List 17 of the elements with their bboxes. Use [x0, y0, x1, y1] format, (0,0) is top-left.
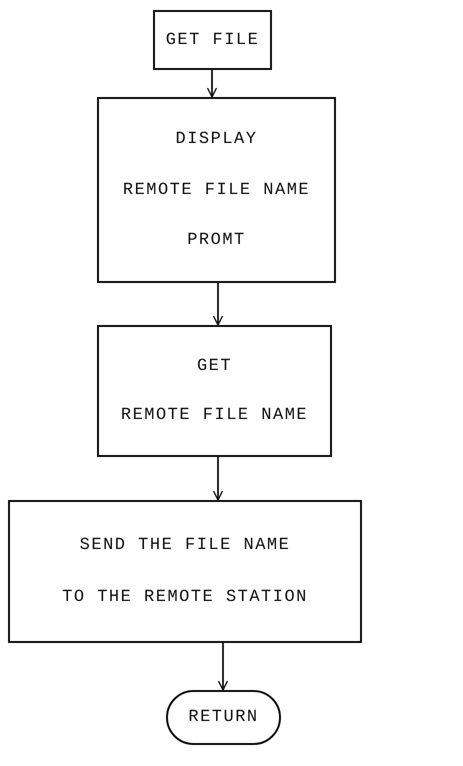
node-text: PROMT — [187, 230, 246, 250]
node-text: TO THE REMOTE STATION — [62, 588, 308, 608]
process-box — [8, 500, 362, 643]
process-box — [97, 97, 336, 283]
arrow — [212, 457, 224, 501]
arrow — [212, 283, 224, 326]
node-text: DISPLAY — [176, 130, 258, 150]
node-text: SEND THE FILE NAME — [80, 536, 290, 555]
node-text: REMOTE FILE NAME — [122, 180, 310, 200]
arrow — [206, 70, 218, 98]
node-text: GET — [196, 357, 232, 376]
arrow — [218, 643, 228, 691]
process-box — [153, 10, 272, 70]
node-text: RETURN — [188, 708, 259, 727]
process-box — [97, 325, 332, 457]
node-text: REMOTE FILE NAME — [120, 406, 308, 425]
node-text: GET FILE — [166, 30, 260, 50]
